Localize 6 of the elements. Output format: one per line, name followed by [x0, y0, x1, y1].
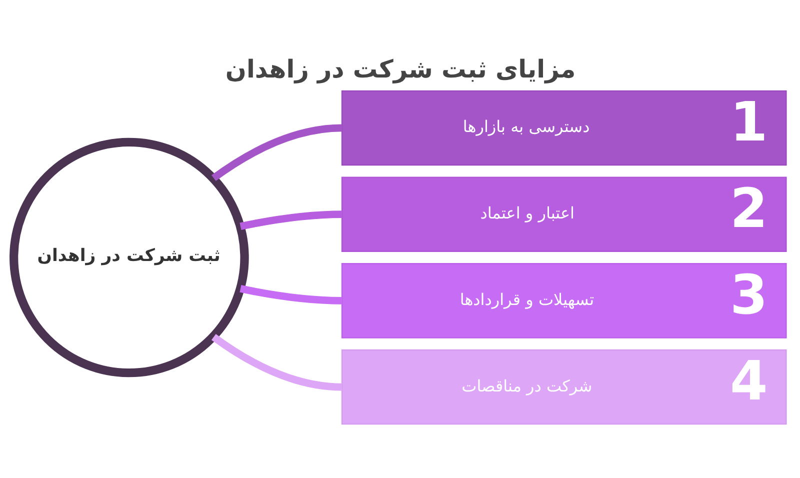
- connector: [240, 210, 342, 230]
- connector: [240, 285, 342, 304]
- diagram-title: مزایای ثبت شرکت در زاهدان: [225, 54, 576, 84]
- connector: [212, 334, 342, 391]
- node-circle: ثبت شرکت در زاهدان: [10, 138, 249, 378]
- connector: [212, 124, 342, 182]
